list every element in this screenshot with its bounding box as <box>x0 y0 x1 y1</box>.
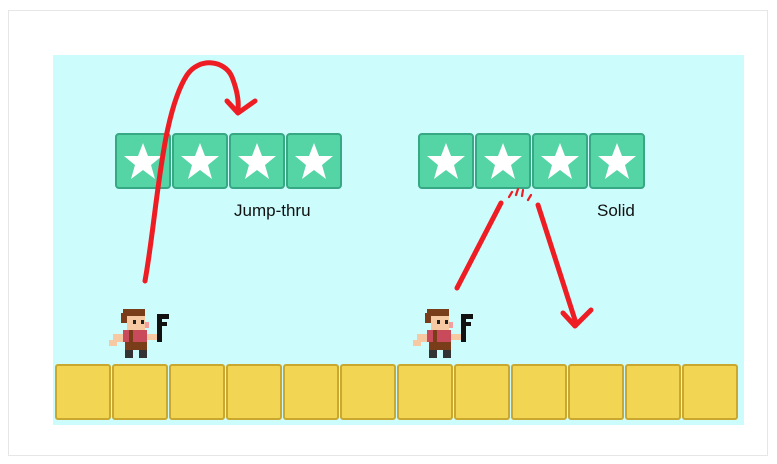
player-character <box>109 306 169 360</box>
game-scene: Jump-thru Solid <box>53 55 744 425</box>
solid-fall-arrowhead <box>563 310 591 326</box>
solid-fall-arrow <box>538 205 575 320</box>
solid-up-arrow <box>457 203 501 288</box>
jump-thru-arrowhead <box>227 101 255 113</box>
player-character <box>413 306 473 360</box>
bonk-marks <box>509 189 531 200</box>
jump-thru-trajectory-arrow <box>145 63 238 281</box>
trajectory-arrows <box>53 55 744 425</box>
